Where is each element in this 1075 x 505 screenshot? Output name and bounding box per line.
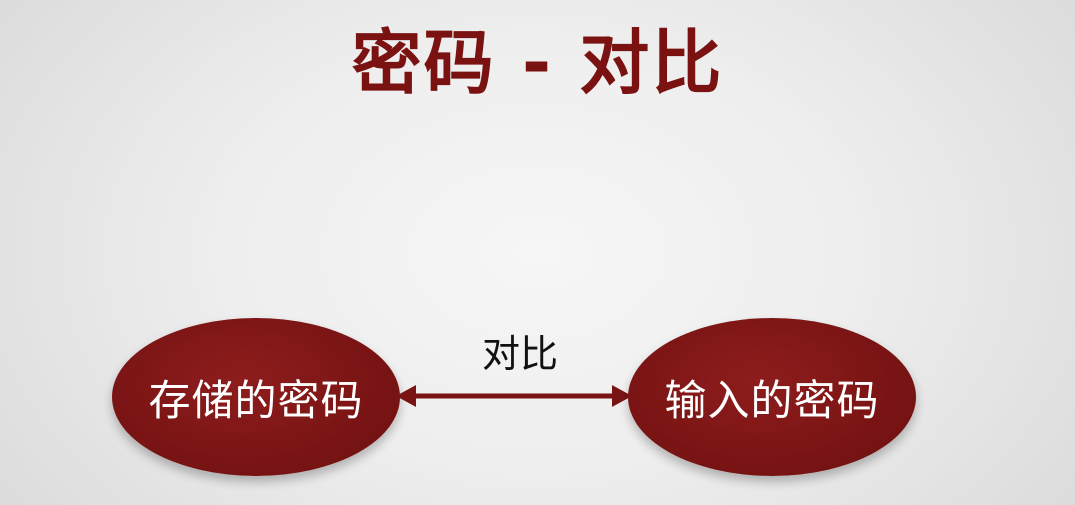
node-input-password-label: 输入的密码 [664, 375, 880, 425]
arrow-head-left [396, 385, 416, 407]
node-stored-password: 存储的密码 [112, 318, 400, 476]
slide-title: 密码 - 对比 [351, 22, 724, 104]
node-stored-password-label: 存储的密码 [148, 375, 364, 425]
arrow-head-right [612, 385, 632, 407]
edge-label: 对比 [481, 332, 558, 376]
node-input-password: 输入的密码 [628, 318, 916, 476]
double-arrow-icon [396, 385, 632, 407]
